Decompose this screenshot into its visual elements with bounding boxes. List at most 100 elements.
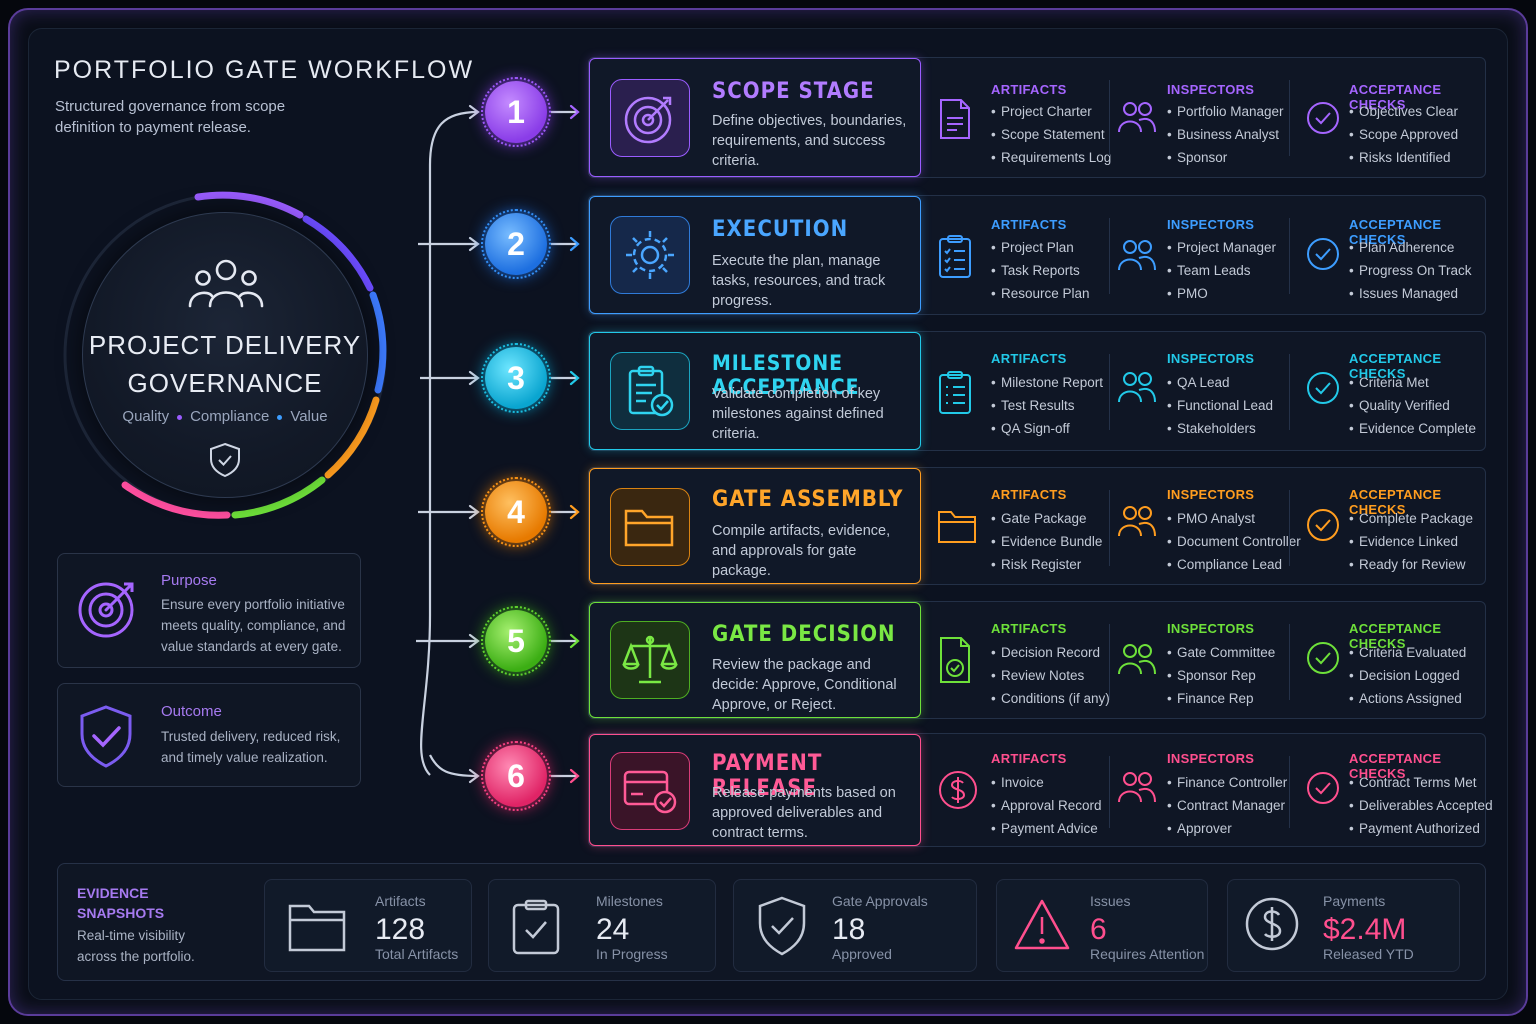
document-icon	[940, 99, 970, 139]
artifacts-header: ARTIFACTS	[991, 351, 1067, 366]
inspectors-list: QA Lead Functional Lead Stakeholders	[1167, 371, 1273, 440]
stat-card-artifacts[interactable]: Artifacts 128 Total Artifacts	[264, 879, 472, 972]
divider	[1109, 80, 1110, 156]
artifacts-column: ARTIFACTS Decision Record Review Notes C…	[921, 602, 1110, 718]
step-6-ring	[481, 741, 551, 811]
stat-value: 6	[1090, 913, 1107, 946]
step-4-ring	[481, 477, 551, 547]
inspectors-column: INSPECTORS Portfolio Manager Business An…	[1101, 58, 1284, 177]
artifacts-list: Milestone Report Test Results QA Sign-of…	[991, 371, 1103, 440]
stage-title: GATE DECISION	[712, 622, 896, 647]
list-item: Approver	[1167, 817, 1287, 840]
check-circle-icon	[1307, 642, 1339, 674]
stat-card-milestones[interactable]: Milestones 24 In Progress	[488, 879, 716, 972]
list-item: Contract Terms Met	[1349, 771, 1493, 794]
step-3-ring	[481, 343, 551, 413]
stage-title: MILESTONE ACCEPTANCE	[712, 351, 860, 399]
checks-list: Objectives Clear Scope Approved Risks Id…	[1349, 100, 1458, 169]
checks-column: ACCEPTANCE CHECKS Criteria Evaluated Dec…	[1289, 602, 1487, 718]
stage-icon-box	[610, 752, 690, 830]
purpose-title: Purpose	[161, 572, 217, 589]
stage-card[interactable]: GATE ASSEMBLY Compile artifacts, evidenc…	[589, 468, 921, 584]
divider	[1109, 756, 1110, 828]
stage-title: SCOPE STAGE	[712, 79, 875, 104]
stage-card[interactable]: MILESTONE ACCEPTANCE Validate completion…	[589, 332, 921, 450]
inspectors-header: INSPECTORS	[1167, 82, 1255, 97]
list-item: Requirements Log	[991, 146, 1111, 169]
stat-value: 128	[375, 913, 426, 946]
outcome-text: Trusted delivery, reduced risk, and time…	[161, 729, 341, 765]
artifacts-header: ARTIFACTS	[991, 621, 1067, 636]
stage-row-scope[interactable]: SCOPE STAGE Define objectives, boundarie…	[588, 57, 1486, 178]
list-item: Finance Controller	[1167, 771, 1287, 794]
artifacts-list: Project Charter Scope Statement Requirem…	[991, 100, 1111, 169]
dollar-icon	[939, 771, 977, 809]
artifacts-column: ARTIFACTS Gate Package Evidence Bundle R…	[921, 468, 1102, 584]
list-item: Evidence Bundle	[991, 530, 1102, 553]
stage-row-gate-assembly[interactable]: GATE ASSEMBLY Compile artifacts, evidenc…	[588, 467, 1486, 585]
checks-column: ACCEPTANCE CHECKS Contract Terms Met Del…	[1289, 734, 1493, 846]
stage-description: Release payments based on approved deliv…	[712, 785, 896, 841]
stage-card[interactable]: GATE DECISION Review the package and dec…	[589, 602, 921, 718]
stat-sub: Released YTD	[1323, 946, 1414, 962]
check-circle-icon	[1307, 238, 1339, 270]
stat-card-payments[interactable]: Payments $2.4M Released YTD	[1227, 879, 1460, 972]
stage-card[interactable]: SCOPE STAGE Define objectives, boundarie…	[589, 58, 921, 177]
dollar-icon	[1245, 897, 1299, 951]
divider	[1289, 490, 1290, 566]
stat-value: $2.4M	[1323, 913, 1407, 946]
core-title-line2: GOVERNANCE	[127, 368, 323, 398]
list-item: Criteria Met	[1349, 371, 1476, 394]
evidence-snapshots-panel: EVIDENCE SNAPSHOTS Real-time visibility …	[57, 863, 1486, 981]
stat-sub: Approved	[832, 946, 892, 962]
stage-title: GATE ASSEMBLY	[712, 487, 904, 512]
stat-label: Gate Approvals	[832, 893, 928, 909]
list-item: Scope Statement	[991, 123, 1111, 146]
stat-card-issues[interactable]: Issues 6 Requires Attention	[996, 879, 1208, 972]
list-item: Decision Record	[991, 641, 1110, 664]
checks-list: Criteria Evaluated Decision Logged Actio…	[1349, 641, 1466, 710]
people-icon	[1118, 772, 1156, 803]
list-item: Stakeholders	[1167, 417, 1273, 440]
card-check-icon	[623, 770, 677, 814]
artifacts-column: ARTIFACTS Project Charter Scope Statemen…	[921, 58, 1111, 177]
checks-column: ACCEPTANCE CHECKS Objectives Clear Scope…	[1289, 58, 1487, 177]
inspectors-column: INSPECTORS Project Manager Team Leads PM…	[1101, 196, 1281, 314]
checks-list: Plan Adherence Progress On Track Issues …	[1349, 236, 1472, 305]
list-item: Project Charter	[991, 100, 1111, 123]
stage-row-gate-decision[interactable]: GATE DECISION Review the package and dec…	[588, 601, 1486, 719]
divider	[1109, 624, 1110, 700]
list-item: Actions Assigned	[1349, 687, 1466, 710]
list-item: Gate Package	[991, 507, 1102, 530]
list-item: Project Manager	[1167, 236, 1276, 259]
stat-sub: Total Artifacts	[375, 946, 459, 962]
stat-label: Milestones	[596, 893, 663, 909]
divider	[1289, 624, 1290, 700]
stage-card[interactable]: PAYMENT RELEASE Release payments based o…	[589, 734, 921, 846]
list-item: Progress On Track	[1349, 259, 1472, 282]
stage-row-execution[interactable]: EXECUTION Execute the plan, manage tasks…	[588, 195, 1486, 315]
artifacts-column: ARTIFACTS Milestone Report Test Results …	[921, 332, 1103, 450]
stage-title: EXECUTION	[712, 217, 849, 242]
target-icon	[78, 582, 134, 638]
inspectors-list: Project Manager Team Leads PMO	[1167, 236, 1276, 305]
stage-row-payment-release[interactable]: PAYMENT RELEASE Release payments based o…	[588, 733, 1493, 847]
tag-value: Value	[290, 408, 328, 425]
list-item: Resource Plan	[991, 282, 1090, 305]
stage-description: Validate completion of key milestones ag…	[712, 386, 884, 442]
artifacts-header: ARTIFACTS	[991, 751, 1067, 766]
stat-card-gate-approvals[interactable]: Gate Approvals 18 Approved	[733, 879, 977, 972]
list-item: Gate Committee	[1167, 641, 1275, 664]
inspectors-column: INSPECTORS Finance Controller Contract M…	[1101, 734, 1287, 846]
stage-card[interactable]: EXECUTION Execute the plan, manage tasks…	[589, 196, 921, 314]
list-item: Milestone Report	[991, 371, 1103, 394]
stage-row-milestone[interactable]: MILESTONE ACCEPTANCE Validate completion…	[588, 331, 1486, 451]
inspectors-list: Portfolio Manager Business Analyst Spons…	[1167, 100, 1284, 169]
list-item: Business Analyst	[1167, 123, 1284, 146]
divider	[1109, 490, 1110, 566]
inspectors-header: INSPECTORS	[1167, 217, 1255, 232]
list-item: Scope Approved	[1349, 123, 1458, 146]
people-icon	[1118, 506, 1156, 537]
list-item: Quality Verified	[1349, 394, 1476, 417]
